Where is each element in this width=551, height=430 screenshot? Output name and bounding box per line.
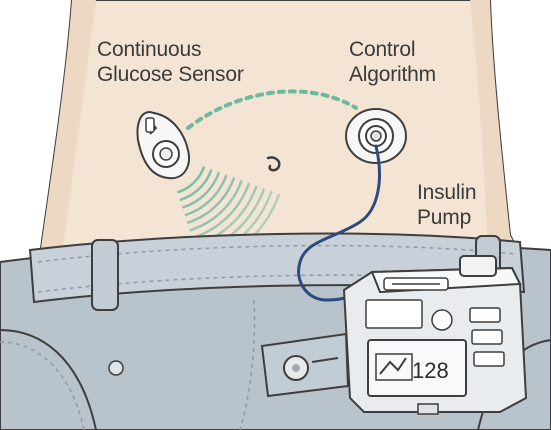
label-continuous-glucose-sensor: Continuous Glucose Sensor <box>97 37 244 87</box>
jeans-button-center <box>292 364 300 372</box>
label-line: Glucose Sensor <box>97 62 244 87</box>
label-line: Continuous <box>97 37 244 62</box>
label-line: Control <box>349 37 436 62</box>
rivet <box>109 361 123 375</box>
label-line: Insulin <box>417 180 476 205</box>
label-line: Pump <box>417 205 476 230</box>
label-control-algorithm: Control Algorithm <box>349 37 436 87</box>
label-line: Algorithm <box>349 62 436 87</box>
belt-loop-left <box>92 240 118 310</box>
insulin-pump: 128 <box>344 256 526 414</box>
label-insulin-pump: Insulin Pump <box>417 180 476 230</box>
glucose-reading: 128 <box>412 358 449 383</box>
control-algorithm-unit <box>346 109 406 163</box>
